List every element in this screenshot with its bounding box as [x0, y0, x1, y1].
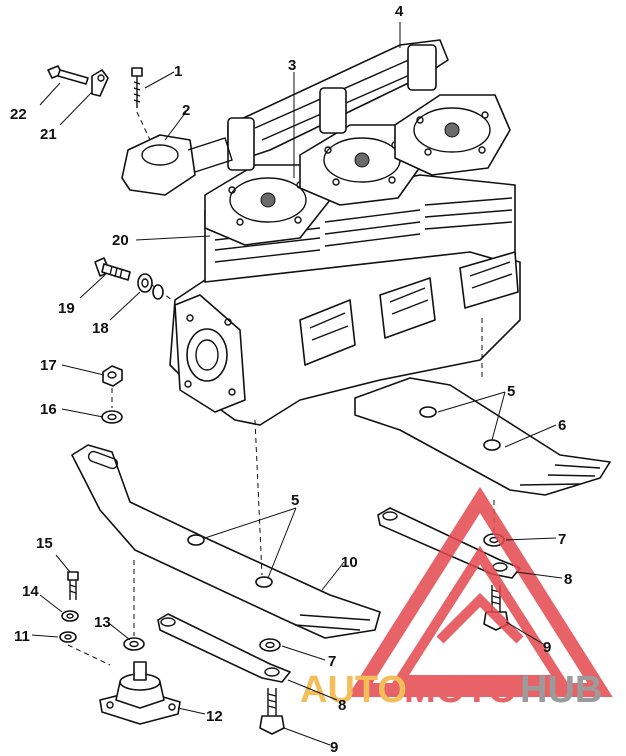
callout-9-left: 9: [330, 739, 338, 756]
bolt-9-left: [259, 688, 285, 735]
callout-13: 13: [94, 614, 111, 631]
washer-16: [101, 410, 123, 424]
mount-plate-10: [71, 444, 381, 639]
nut-17: [102, 365, 123, 387]
rubber-mount-12: [99, 661, 181, 725]
cylinder-head-1: [204, 164, 331, 246]
washer-13: [123, 637, 145, 651]
callout-4: 4: [395, 3, 404, 20]
callout-1: 1: [174, 63, 182, 80]
callout-14: 14: [22, 583, 39, 600]
bolt-22: [47, 65, 89, 85]
leader-lines: [31, 22, 563, 746]
automotohub-watermark: AUTO MOTO HUB: [300, 486, 613, 711]
head-cover-manifold: [227, 39, 449, 171]
callout-6: 6: [558, 417, 566, 434]
callout-10: 10: [341, 554, 358, 571]
callout-7-right: 7: [558, 531, 566, 548]
bolt-15: [67, 571, 79, 600]
callout-8-left: 8: [338, 697, 346, 714]
clip-21: [91, 69, 109, 97]
thermostat-housing: [121, 134, 233, 196]
cylinder-head-3: [394, 94, 511, 176]
callout-11: 11: [14, 628, 30, 645]
callout-17: 17: [40, 357, 57, 374]
watermark-moto: MOTO: [404, 669, 517, 711]
callout-5-top: 5: [507, 383, 515, 400]
callout-19: 19: [58, 300, 75, 317]
callout-18: 18: [92, 320, 109, 337]
callout-8-right: 8: [564, 571, 572, 588]
callout-12: 12: [206, 708, 223, 725]
callout-22: 22: [10, 106, 27, 123]
shim-8-left: [157, 613, 291, 683]
washer-18: [137, 273, 153, 293]
bolt-1: [131, 67, 143, 108]
callout-3: 3: [288, 57, 296, 74]
washer-7-left: [259, 638, 281, 652]
callout-20: 20: [112, 232, 129, 249]
cylinder-head-2: [299, 124, 426, 206]
lockwasher-14: [61, 610, 79, 622]
callout-9-right: 9: [543, 639, 551, 656]
washer-11: [59, 631, 77, 643]
mount-plate-6: [354, 377, 611, 496]
watermark-auto: AUTO: [300, 669, 407, 711]
callout-15: 15: [36, 535, 53, 552]
callout-21: 21: [40, 126, 57, 143]
engine-assembly: [121, 39, 521, 426]
callout-7-left: 7: [328, 653, 336, 670]
callout-5-bottom: 5: [291, 492, 299, 509]
bolt-19: [94, 257, 131, 281]
callout-2: 2: [182, 102, 190, 119]
callout-16: 16: [40, 401, 57, 418]
callout-labels: 4 1 2 3 22 21 20 19 18 17 16 5 6 5 10 7 …: [10, 3, 572, 756]
watermark-hub: HUB: [520, 669, 602, 711]
